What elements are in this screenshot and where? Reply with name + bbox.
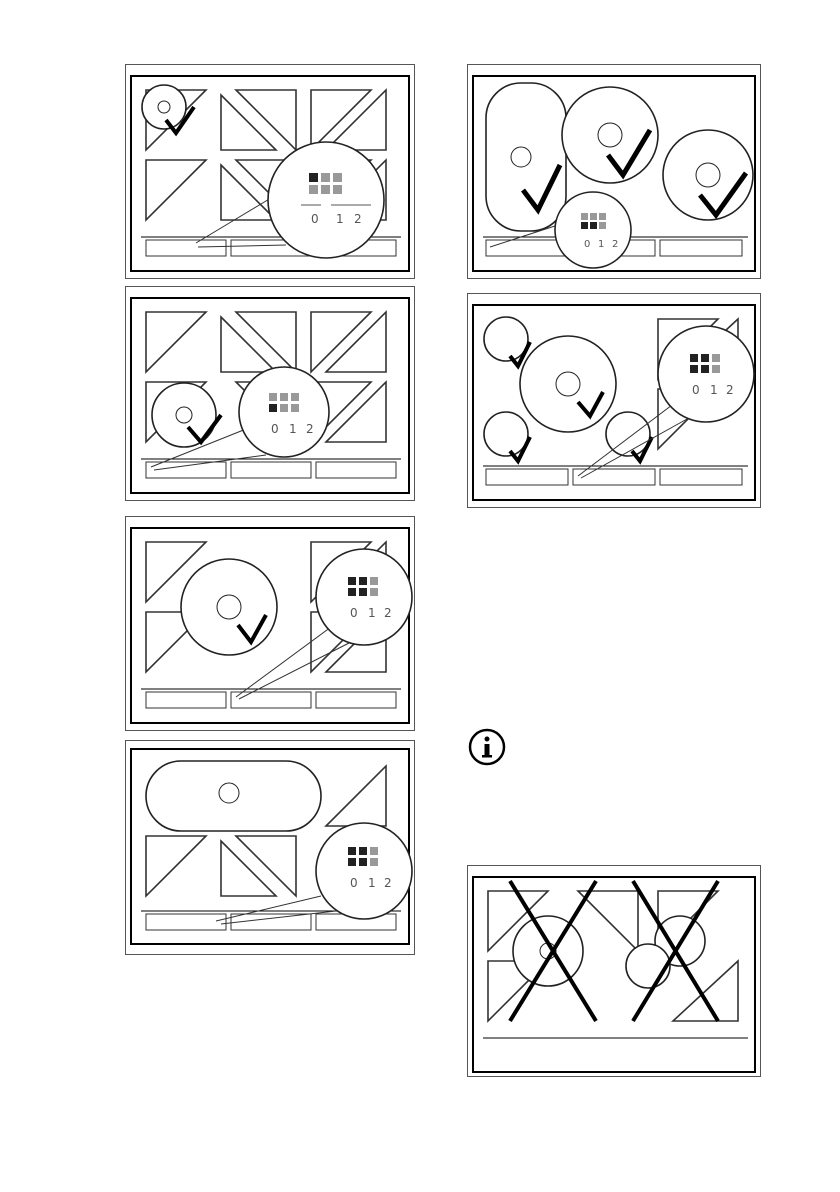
figure-hob-five-pots: 0 1 2: [467, 293, 761, 508]
figure-hob-wrong-placement: [467, 865, 761, 1077]
pot: [626, 944, 670, 988]
hob-diagram: 0 1 2: [468, 65, 760, 278]
pot: [513, 916, 583, 986]
scale-digit: 1: [368, 606, 376, 620]
scale-digit: 0: [692, 383, 700, 397]
scale-digit: 1: [368, 876, 376, 890]
pot: [520, 336, 616, 432]
scale-digit: 2: [384, 606, 392, 620]
hob-diagram: [468, 866, 760, 1076]
scale-digit: 0: [350, 606, 358, 620]
scale-digit: 1: [289, 422, 297, 436]
scale-digit: 0: [350, 876, 358, 890]
scale-digit: 2: [384, 876, 392, 890]
scale-digit: 2: [726, 383, 734, 397]
figure-hob-large-pot: 0 1 2: [125, 516, 415, 731]
scale-digit: 1: [710, 383, 718, 397]
scale-digit: 0: [271, 422, 279, 436]
scale-digit: 1: [598, 239, 604, 250]
oval-pot: [486, 83, 566, 231]
info-icon: [467, 727, 507, 767]
hob-diagram: 0 1 2: [126, 517, 414, 730]
hob-diagram: 0 1 2: [126, 65, 414, 278]
pot: [484, 412, 528, 456]
scale-digit: 0: [584, 239, 590, 250]
figure-hob-small-pot: 0 1 2: [125, 64, 415, 279]
figure-hob-oval-pot: 0 1 2: [125, 740, 415, 955]
zoom-lens: [658, 326, 754, 422]
pot: [562, 87, 658, 183]
scale-digit: 2: [354, 212, 362, 226]
zoom-lens: [316, 549, 412, 645]
scale-digit: 1: [336, 212, 344, 226]
oval-pot: [146, 761, 321, 831]
pot: [484, 317, 528, 361]
pot: [181, 559, 277, 655]
scale-digit: 2: [612, 239, 618, 250]
figure-hob-three-pots: 0 1 2: [467, 64, 761, 279]
zoom-lens: [555, 192, 631, 268]
zoom-lens: [268, 142, 384, 258]
figure-hob-small-pot-middle: 0 1 2: [125, 286, 415, 501]
hob-diagram: 0 1 2: [468, 294, 760, 507]
hob-diagram: 0 1 2: [126, 741, 414, 954]
zoom-lens: [316, 823, 412, 919]
hob-diagram: 0 1 2: [126, 287, 414, 500]
scale-digit: 0: [311, 212, 319, 226]
scale-digit: 2: [306, 422, 314, 436]
pot: [142, 85, 186, 129]
